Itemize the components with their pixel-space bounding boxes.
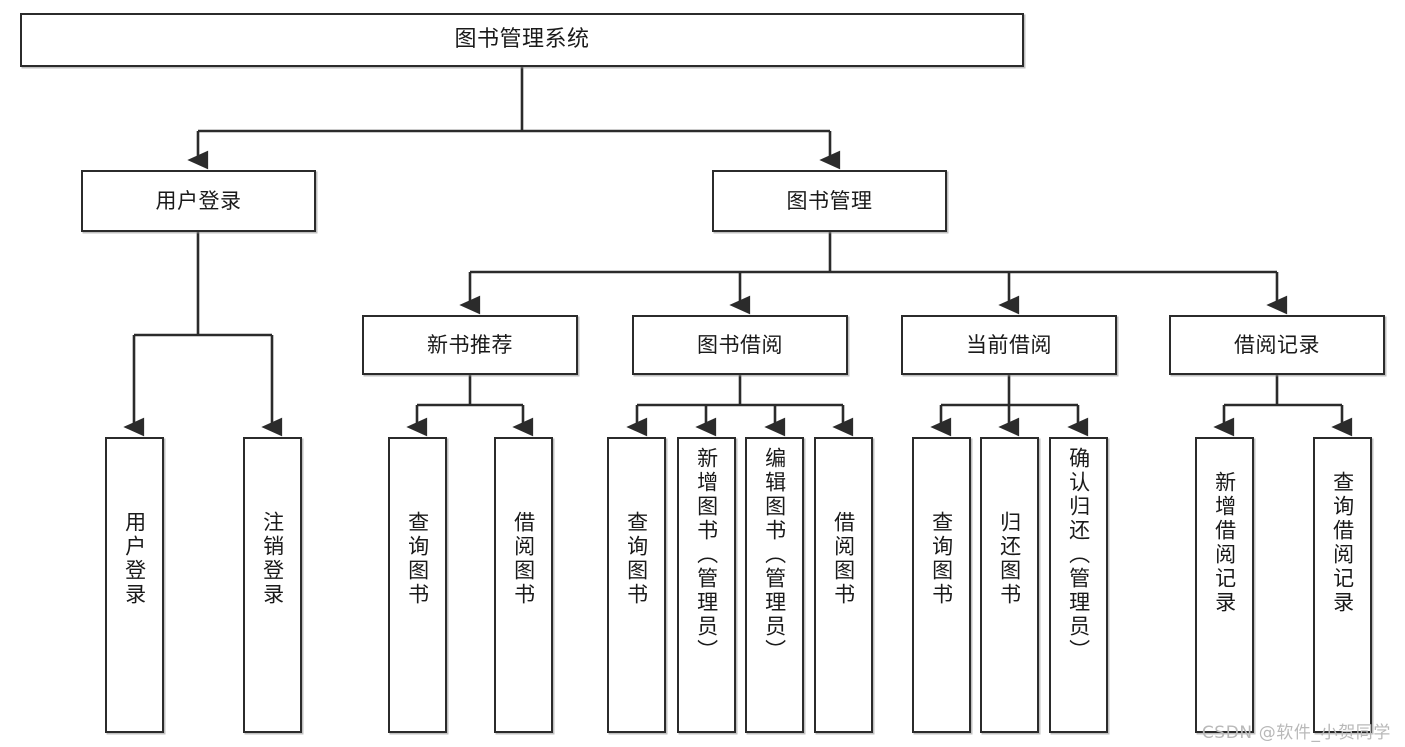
leaf-book-borrow-query-book-label: 查询图书 <box>624 511 649 607</box>
leaf-new-book-borrow-book-label: 借阅图书 <box>511 511 536 607</box>
leaf-user-login-login-label: 用户登录 <box>122 511 147 607</box>
node-current-borrow[interactable]: 当前借阅 <box>901 315 1117 375</box>
leaf-current-borrow-confirm-return-label: 确认归还（管理员） <box>1066 447 1091 663</box>
leaf-current-borrow-confirm-return[interactable]: 确认归还（管理员） <box>1049 437 1108 733</box>
node-book-borrow-label: 图书借阅 <box>697 332 783 357</box>
node-book-management-label: 图书管理 <box>786 188 873 213</box>
node-new-book-recommend-label: 新书推荐 <box>427 332 513 357</box>
leaf-book-borrow-add-book[interactable]: 新增图书（管理员） <box>677 437 736 733</box>
node-current-borrow-label: 当前借阅 <box>966 332 1052 357</box>
leaf-book-borrow-edit-book-label: 编辑图书（管理员） <box>762 447 787 663</box>
leaf-borrow-record-query-record-label: 查询借阅记录 <box>1330 471 1355 615</box>
leaf-book-borrow-query-book[interactable]: 查询图书 <box>607 437 666 733</box>
node-user-login[interactable]: 用户登录 <box>81 170 316 232</box>
node-new-book-recommend[interactable]: 新书推荐 <box>362 315 578 375</box>
node-borrow-record[interactable]: 借阅记录 <box>1169 315 1385 375</box>
leaf-current-borrow-return-book[interactable]: 归还图书 <box>980 437 1039 733</box>
node-root-system[interactable]: 图书管理系统 <box>20 13 1024 67</box>
leaf-current-borrow-query-book[interactable]: 查询图书 <box>912 437 971 733</box>
leaf-borrow-record-add-record-label: 新增借阅记录 <box>1212 471 1237 615</box>
leaf-user-login-logout-label: 注销登录 <box>260 511 285 607</box>
leaf-new-book-query-book-label: 查询图书 <box>405 511 430 607</box>
node-user-login-label: 用户登录 <box>155 188 242 213</box>
leaf-borrow-record-add-record[interactable]: 新增借阅记录 <box>1195 437 1254 733</box>
leaf-book-borrow-edit-book[interactable]: 编辑图书（管理员） <box>745 437 804 733</box>
node-book-management[interactable]: 图书管理 <box>712 170 947 232</box>
leaf-book-borrow-add-book-label: 新增图书（管理员） <box>694 447 719 663</box>
leaf-new-book-borrow-book[interactable]: 借阅图书 <box>494 437 553 733</box>
leaf-new-book-query-book[interactable]: 查询图书 <box>388 437 447 733</box>
node-root-system-label: 图书管理系统 <box>454 27 590 53</box>
leaf-book-borrow-borrow-book[interactable]: 借阅图书 <box>814 437 873 733</box>
leaf-book-borrow-borrow-book-label: 借阅图书 <box>831 511 856 607</box>
leaf-user-login-logout[interactable]: 注销登录 <box>243 437 302 733</box>
leaf-current-borrow-return-book-label: 归还图书 <box>997 511 1022 607</box>
leaf-user-login-login[interactable]: 用户登录 <box>105 437 164 733</box>
node-borrow-record-label: 借阅记录 <box>1234 332 1320 357</box>
leaf-borrow-record-query-record[interactable]: 查询借阅记录 <box>1313 437 1372 733</box>
node-book-borrow[interactable]: 图书借阅 <box>632 315 848 375</box>
csdn-watermark: CSDN @软件_小贺同学 <box>1201 723 1391 743</box>
leaf-current-borrow-query-book-label: 查询图书 <box>929 511 954 607</box>
